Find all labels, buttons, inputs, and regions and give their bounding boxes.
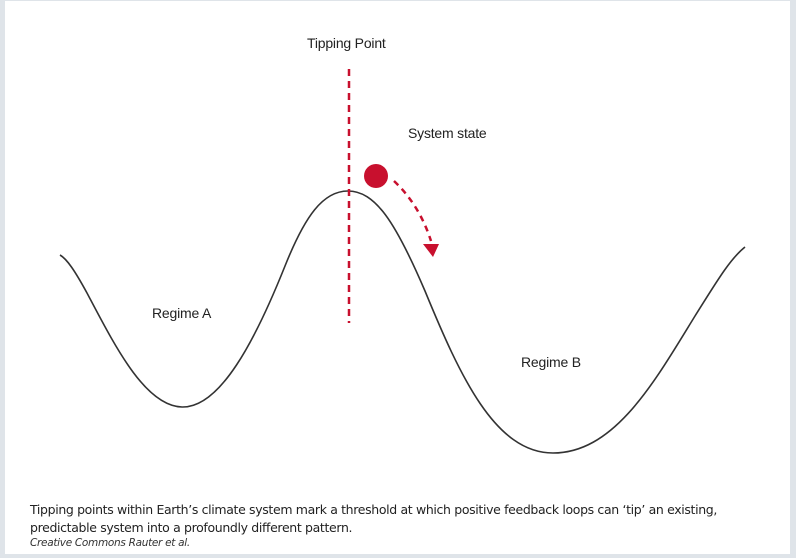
system-state-ball <box>364 164 388 188</box>
tipping-point-label: Tipping Point <box>307 35 386 51</box>
image-credit: Creative Commons Rauter et al. <box>30 537 190 549</box>
system-state-label: System state <box>408 125 487 141</box>
arrowhead-icon <box>423 244 439 257</box>
tipping-point-diagram: Tipping Point System state Regime A Regi… <box>5 1 790 481</box>
regime-a-label: Regime A <box>152 305 212 321</box>
trajectory-arrow <box>393 180 433 242</box>
stability-landscape-curve <box>59 190 746 454</box>
figure-card: Tipping Point System state Regime A Regi… <box>5 1 790 554</box>
regime-b-label: Regime B <box>521 354 581 370</box>
figure-caption: Tipping points within Earth’s climate sy… <box>30 502 718 535</box>
diagram-graphic <box>59 69 746 454</box>
